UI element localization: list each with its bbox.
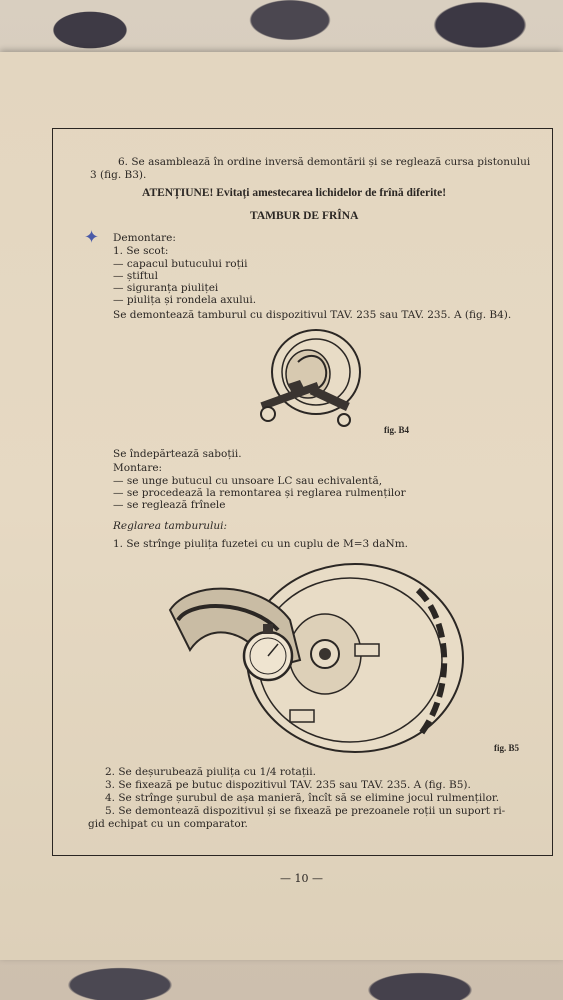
fig-b4-caption: fig. B4 (384, 425, 410, 435)
demontare-item: — știftul (113, 270, 159, 282)
fig-b5-caption: fig. B5 (494, 743, 520, 753)
content-frame (52, 128, 553, 856)
montare-item: — se procedează la remontarea și reglare… (113, 487, 406, 499)
montare-item: — se unge butucul cu unsoare LC sau echi… (113, 475, 383, 487)
section-title: TAMBUR DE FRÎNA (250, 210, 359, 222)
demontare-step1: 1. Se scot: (113, 245, 169, 257)
step-6-line1: 6. Se asamblează în ordine inversă demon… (118, 156, 531, 168)
step-2: 2. Se deșurubează piulița cu 1/4 rotații… (105, 766, 316, 778)
figure-b5-drum-gauge (168, 563, 464, 753)
demontare-item: — capacul butucului roții (113, 258, 248, 270)
demontare-item: — siguranța piuliței (113, 282, 219, 294)
star-mark-icon: ✦ (84, 227, 100, 248)
warning-text: ATENȚIUNE! Evitați amestecarea lichidelo… (142, 187, 447, 199)
step-4: 4. Se strînge șurubul de așa manieră, în… (105, 792, 500, 804)
montare-item: — se reglează frînele (113, 499, 226, 511)
demontare-heading: Demontare: (113, 232, 176, 244)
document-page (0, 52, 563, 960)
step-5-line1: 5. Se demontează dispozitivul și se fixe… (105, 805, 506, 817)
demontare-item: — piulița și rondela axului. (113, 294, 257, 306)
step-5-line2: gid echipat cu un comparator. (88, 818, 248, 830)
step-3: 3. Se fixează pe butuc dispozitivul TAV.… (105, 779, 471, 791)
sabotii-text: Se îndepărtează saboții. (113, 448, 242, 460)
reglarea-heading: Reglarea tamburului: (113, 520, 228, 532)
step-6-line2: 3 (fig. B3). (90, 169, 147, 181)
reglarea-step1: 1. Se strînge piulița fuzetei cu un cupl… (113, 538, 408, 550)
montare-heading: Montare: (113, 462, 163, 474)
figure-b4-drum-puller (260, 329, 361, 427)
demontare-sentence: Se demontează tamburul cu dispozitivul T… (113, 309, 512, 321)
page-number: — 10 — (280, 872, 323, 885)
